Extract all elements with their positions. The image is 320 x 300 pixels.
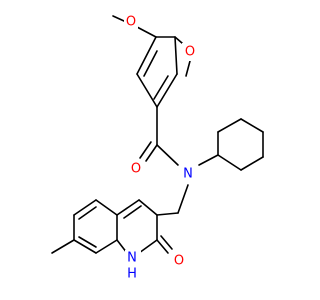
atom-o-methoxy-top: O: [126, 15, 136, 30]
bond-cy-5: [240, 156, 264, 171]
bond-n-ch2: [177, 184, 189, 214]
bond-ch2-ring: [156, 212, 179, 216]
bond-c-o-lactam-1: [156, 239, 169, 254]
bond-ring-2-inner: [143, 50, 158, 77]
bond-n-cyclohexyl: [198, 154, 219, 166]
bond-o-side-methyl: [185, 60, 191, 77]
atom-o-lactam: O: [174, 254, 184, 269]
methylene-linker: [156, 184, 189, 216]
bond-ring-o-side: [174, 36, 183, 44]
bond-carbonyl-n: [156, 144, 179, 166]
atom-n-amide: N: [183, 167, 193, 182]
atom-labels: O O O N O N H: [124, 14, 198, 282]
atom-o-methoxy-side: O: [185, 45, 195, 60]
bond-ring-3: [136, 73, 158, 108]
methoxy-side: [174, 36, 191, 77]
cyclohexyl-ring: [198, 118, 264, 171]
bond-methyl: [51, 239, 75, 254]
bond-carbonyl-o-1: [145, 144, 158, 162]
bond-bz-5: [95, 239, 118, 254]
amide-group: [139, 106, 179, 166]
bond-py-1: [138, 199, 158, 216]
bond-cy-3: [240, 118, 264, 133]
bond-bz-1: [95, 199, 118, 216]
atom-o-amide: O: [131, 162, 141, 177]
bond-py-6-inner: [123, 205, 142, 219]
atom-h-ring: H: [127, 267, 137, 282]
bond-py-3: [138, 239, 158, 254]
benzo-ring: [51, 199, 118, 254]
bond-carbonyl-o-2: [139, 141, 152, 159]
bond-c-o-lactam-2: [160, 235, 173, 250]
bond-ring-4-inner: [153, 75, 169, 100]
bond-bz-4-inner: [78, 236, 97, 248]
bond-ring-5: [174, 36, 178, 75]
bond-py-6: [116, 199, 140, 216]
bond-bz-2: [73, 199, 97, 216]
bond-bz-2-inner: [78, 206, 97, 220]
structure-canvas: O O O N O N H: [51, 14, 264, 282]
bond-bz-4: [73, 239, 97, 254]
bond-ring-2: [136, 36, 157, 75]
bond-cy-6: [217, 154, 242, 171]
methoxy-top: [112, 15, 157, 38]
bond-methyl-o-top: [112, 15, 125, 22]
benzene-ring: [136, 36, 178, 108]
bond-ring-4: [156, 73, 178, 108]
molecule-diagram: O O O N O N H: [51, 14, 264, 282]
bond-o-top-ring: [136, 26, 157, 38]
pyridone-ring: [116, 199, 173, 254]
atom-n-ring: N: [127, 251, 137, 266]
bond-cy-2: [217, 118, 242, 133]
